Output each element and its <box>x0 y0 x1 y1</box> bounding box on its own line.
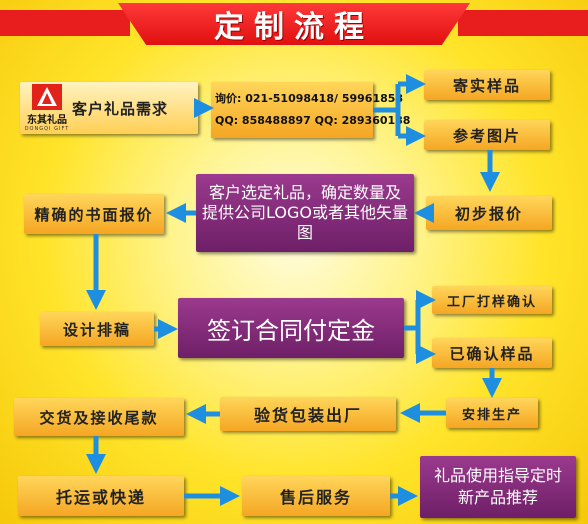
sign-contract-box: 签订合同付定金 <box>178 298 404 358</box>
sign-contract-label: 签订合同付定金 <box>207 316 375 345</box>
header-ribbon-right <box>458 10 588 36</box>
contact-box: 询价: 021-51098418/ 59961858 QQ: 858488897… <box>211 82 411 138</box>
shipping-box: 托运或快递 <box>18 476 184 516</box>
factory-sample-label: 工厂打样确认 <box>446 294 537 310</box>
confirmed-sample-box: 已确认样品 <box>432 338 552 368</box>
guidance-label: 礼品使用指导定时新产品推荐 <box>433 466 562 507</box>
contact-qq: QQ: 858488897 QQ: 289360188 <box>215 114 411 127</box>
logo-brand: 东其礼品 <box>27 115 67 126</box>
design-layout-label: 设计排稿 <box>62 320 131 339</box>
preliminary-quote-label: 初步报价 <box>454 204 523 223</box>
after-sales-label: 售后服务 <box>279 488 352 507</box>
client-select-label: 客户选定礼品，确定数量及提供公司LOGO或者其他矢量图 <box>202 183 408 242</box>
arrange-production-box: 安排生产 <box>446 398 538 428</box>
deliver-payment-box: 交货及接收尾款 <box>14 398 184 436</box>
confirmed-sample-label: 已确认样品 <box>449 344 535 363</box>
reference-image-box: 参考图片 <box>424 120 550 150</box>
client-demand-label: 客户礼品需求 <box>72 100 169 118</box>
preliminary-quote-box: 初步报价 <box>426 196 552 230</box>
written-quote-box: 精确的书面报价 <box>24 194 164 234</box>
factory-sample-box: 工厂打样确认 <box>432 286 552 314</box>
after-sales-box: 售后服务 <box>242 476 390 516</box>
design-layout-box: 设计排稿 <box>40 312 154 346</box>
logo: 东其礼品 DONGQI GIFT <box>24 84 70 132</box>
contact-phone: 询价: 021-51098418/ 59961858 <box>215 92 404 105</box>
page-title: 定制流程 <box>214 10 374 45</box>
inspect-pack-box: 验货包装出厂 <box>220 397 396 431</box>
inspect-pack-label: 验货包装出厂 <box>253 406 362 425</box>
send-sample-label: 寄实样品 <box>452 76 521 95</box>
logo-mark-icon <box>32 84 62 110</box>
deliver-payment-label: 交货及接收尾款 <box>39 408 159 427</box>
shipping-label: 托运或快递 <box>55 488 146 507</box>
reference-image-label: 参考图片 <box>452 126 521 145</box>
send-sample-box: 寄实样品 <box>424 70 550 100</box>
logo-subtitle: DONGQI GIFT <box>24 126 70 132</box>
header-ribbon-left <box>0 10 130 36</box>
guidance-box: 礼品使用指导定时新产品推荐 <box>420 456 576 518</box>
title-banner: 定制流程 <box>118 3 470 45</box>
written-quote-label: 精确的书面报价 <box>34 205 154 224</box>
client-select-box: 客户选定礼品，确定数量及提供公司LOGO或者其他矢量图 <box>196 174 414 252</box>
arrange-production-label: 安排生产 <box>461 407 522 423</box>
